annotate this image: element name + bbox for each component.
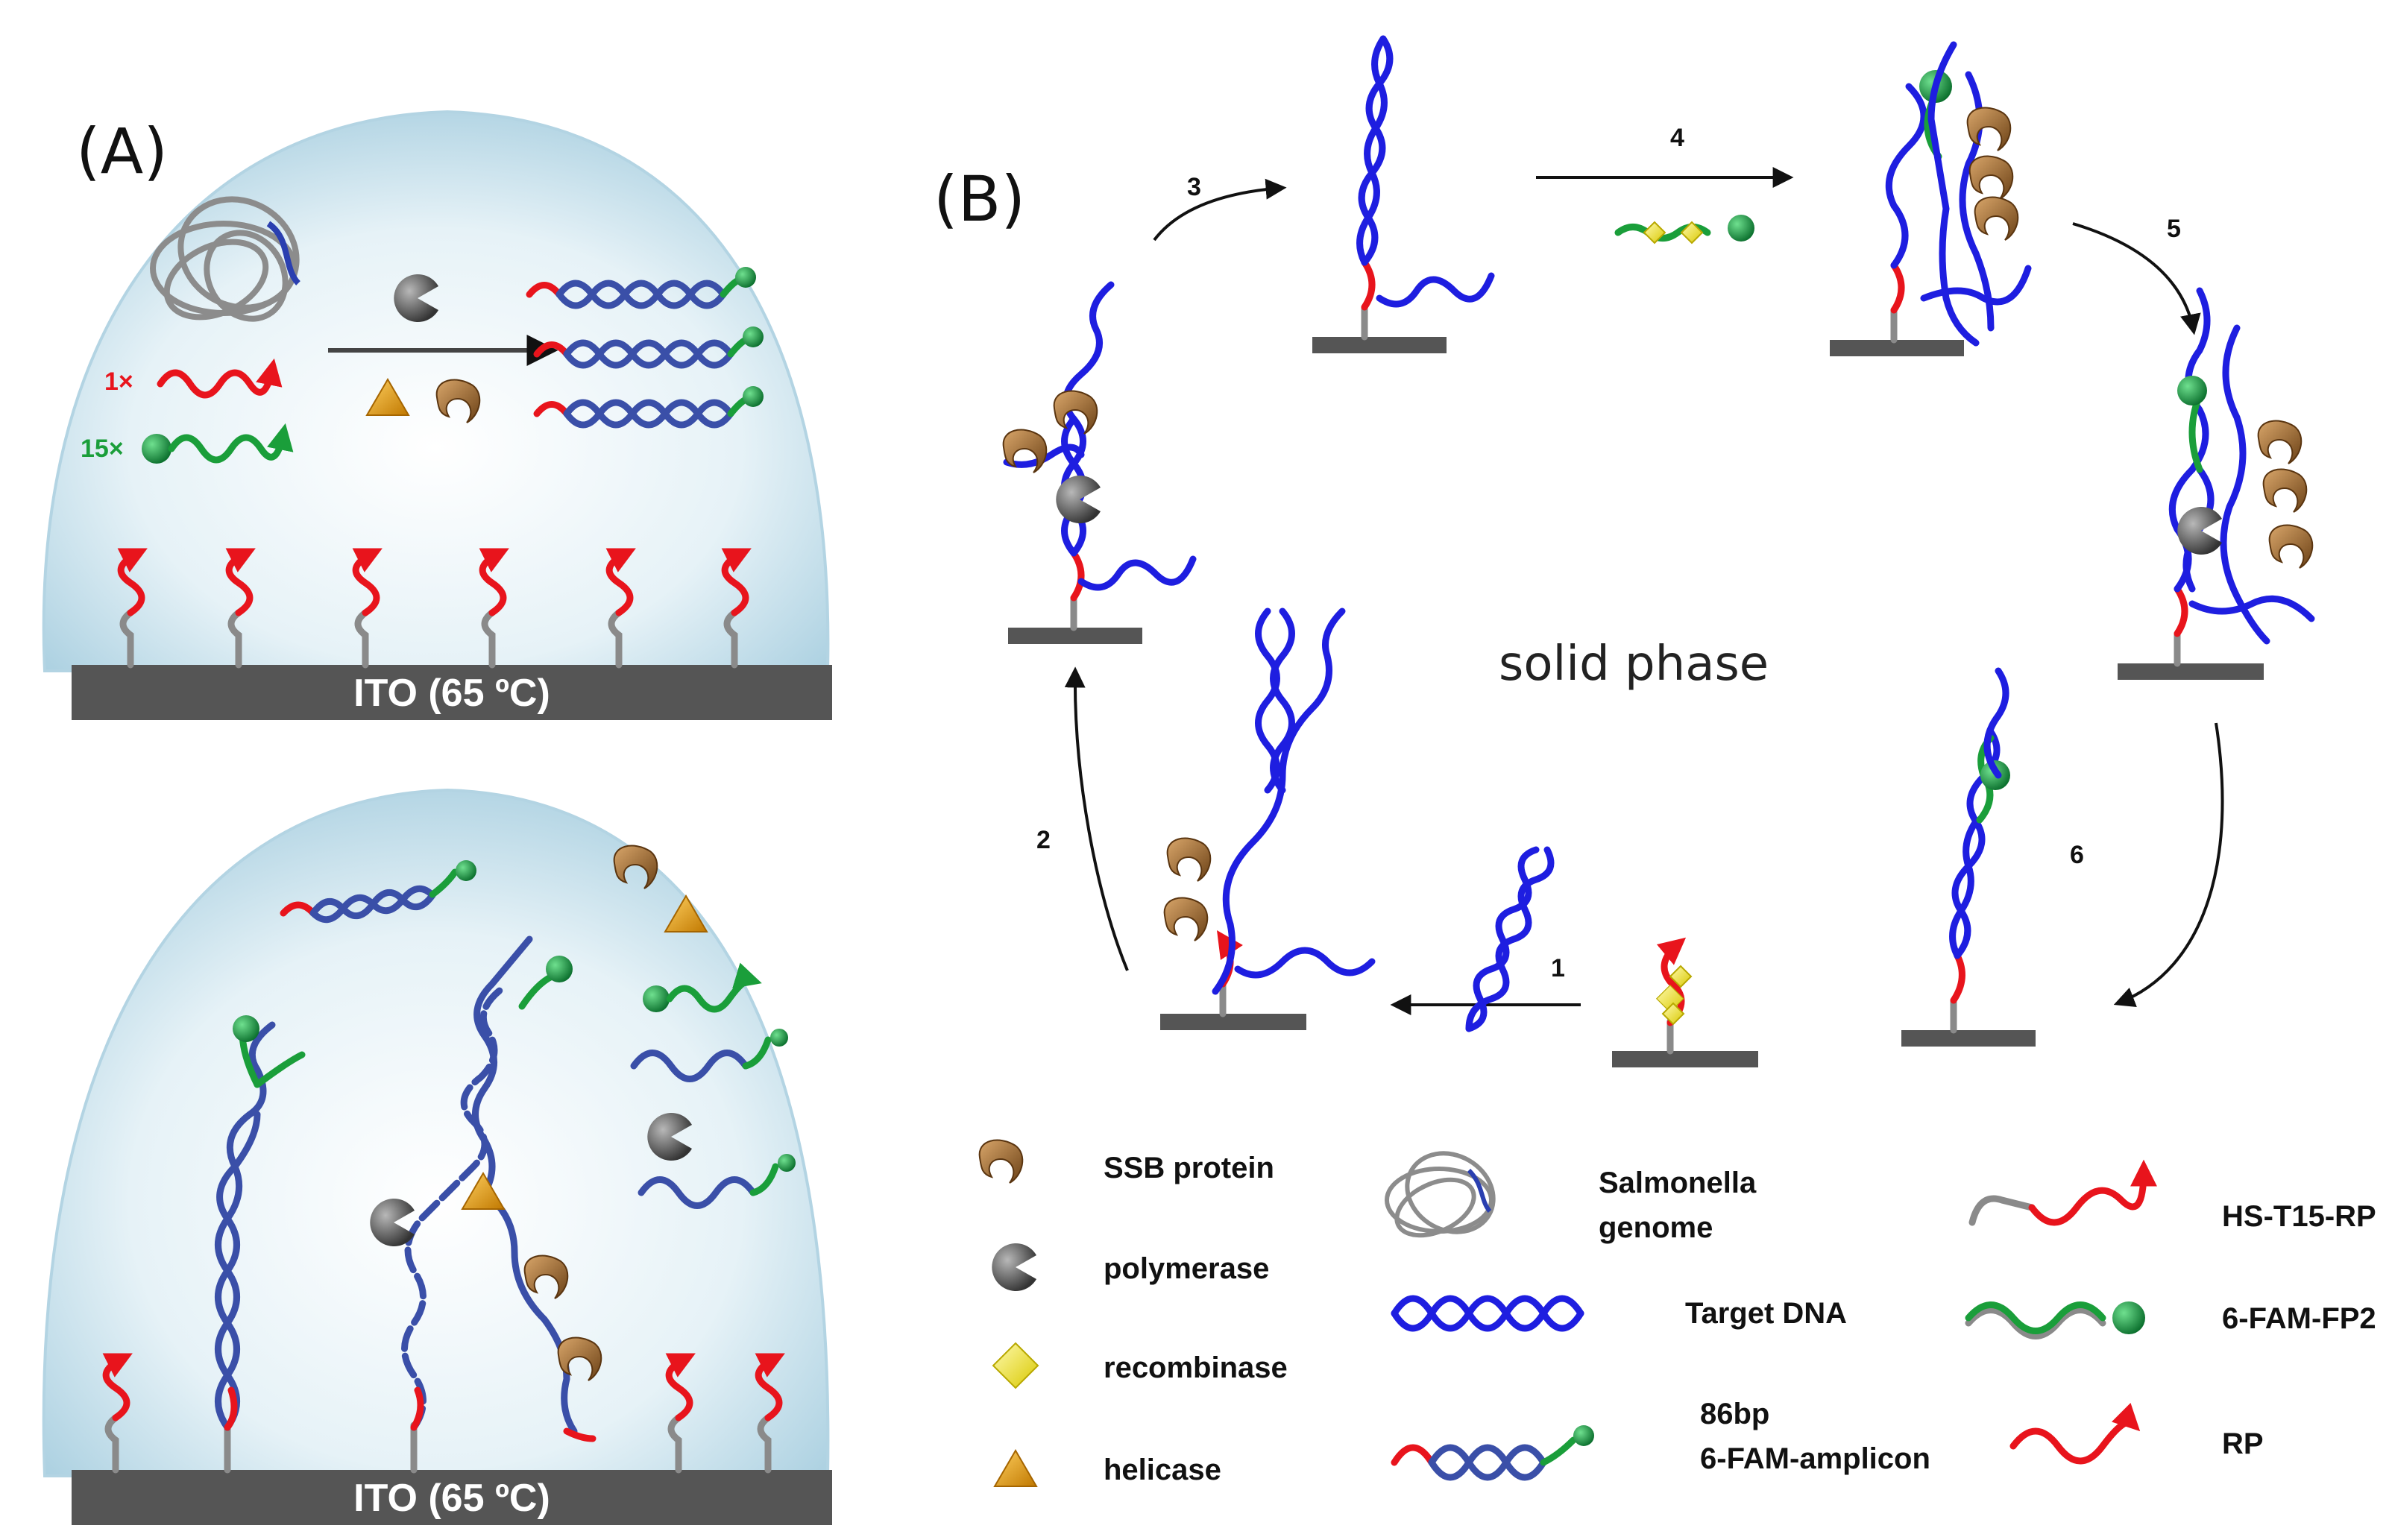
hs-rp-probe bbox=[225, 548, 256, 669]
hs-rp-probe bbox=[117, 548, 148, 669]
amplicon bbox=[526, 267, 756, 309]
surface-primers-bottom bbox=[102, 1353, 785, 1474]
panel-b-label: (B) bbox=[934, 162, 1025, 236]
legend-ssb: SSB protein bbox=[978, 1139, 1274, 1184]
legend-recombinase-label: recombinase bbox=[1104, 1351, 1288, 1384]
fp-primer-free bbox=[666, 962, 762, 1013]
droplet-bottom bbox=[42, 788, 830, 1477]
state-final-duplex bbox=[1901, 667, 2036, 1047]
legend-recombinase: recombinase bbox=[992, 1342, 1288, 1389]
panel-a: (A) ITO (65 ºC) 1× 15× bbox=[42, 110, 832, 1525]
legend-genome: Salmonella genome bbox=[1385, 1151, 1757, 1244]
legend-rp: RP bbox=[2009, 1403, 2264, 1465]
fp2-primer-recombinase bbox=[1614, 215, 1754, 244]
surface-primers-top bbox=[117, 548, 752, 669]
salmonella-genome-icon bbox=[150, 196, 301, 322]
state-probe bbox=[1612, 937, 1758, 1067]
amplicon bbox=[533, 326, 764, 369]
panel-a-label: (A) bbox=[76, 115, 168, 188]
legend-rp-label: RP bbox=[2222, 1427, 2264, 1460]
tethered-duplex-left bbox=[215, 1015, 306, 1474]
step-4-label: 4 bbox=[1670, 124, 1684, 152]
legend-amplicon: 86bp 6-FAM-amplicon bbox=[1391, 1398, 1930, 1481]
step-2-label: 2 bbox=[1036, 826, 1051, 854]
amplicons-top bbox=[526, 267, 764, 429]
step-3-arrow bbox=[1153, 178, 1287, 242]
legend-target-label: Target DNA bbox=[1685, 1297, 1847, 1330]
legend-polymerase-label: polymerase bbox=[1104, 1252, 1269, 1285]
fam-dye-icon bbox=[142, 434, 171, 464]
solid-phase-label: solid phase bbox=[1499, 637, 1769, 692]
hs-rp-probe bbox=[721, 548, 752, 669]
step-6-label: 6 bbox=[2070, 841, 2084, 869]
hs-rp-probe bbox=[479, 548, 509, 669]
ito-label-top: ITO (65 ºC) bbox=[353, 672, 550, 715]
panel-a-top-droplet: ITO (65 ºC) 1× 15× bbox=[42, 110, 832, 720]
hs-rp-probe bbox=[605, 548, 636, 669]
state-duplex bbox=[1312, 35, 1495, 353]
hs-rp-probe bbox=[352, 548, 383, 669]
amplicon-free bbox=[280, 860, 476, 924]
ito-electrode-top bbox=[72, 665, 832, 720]
step-5-arrow bbox=[2072, 222, 2201, 335]
legend-amplicon-label-1: 86bp bbox=[1700, 1398, 1769, 1430]
panel-b: (B) solid phase 1 bbox=[934, 35, 2315, 1067]
legend: SSB protein polymerase recombinase helic… bbox=[978, 1139, 2376, 1487]
state-polymerase-extension bbox=[2118, 287, 2315, 680]
legend-genome-label-2: genome bbox=[1599, 1211, 1713, 1244]
legend-target: Target DNA bbox=[1391, 1295, 1847, 1332]
fp-multiplier: 15× bbox=[81, 435, 124, 463]
ito-label-bottom: ITO (65 ºC) bbox=[353, 1477, 550, 1520]
legend-amplicon-label-2: 6-FAM-amplicon bbox=[1700, 1442, 1930, 1475]
hs-rp-probe bbox=[102, 1353, 133, 1474]
state-extension bbox=[1002, 281, 1197, 644]
step-3-label: 3 bbox=[1187, 173, 1201, 201]
tethered-duplex-center bbox=[370, 935, 602, 1474]
legend-ssb-label: SSB protein bbox=[1104, 1152, 1274, 1184]
panel-a-bottom-droplet: ITO (65 ºC) bbox=[42, 788, 832, 1525]
amplicon bbox=[533, 386, 764, 429]
state-fp2-invasion bbox=[1830, 41, 2032, 356]
legend-hs-rp: HS-T15-RP bbox=[1968, 1159, 2376, 1233]
recombinase-on-probe bbox=[1661, 965, 1693, 1026]
hs-rp-probe bbox=[755, 1353, 785, 1474]
legend-fam-fp2-label: 6-FAM-FP2 bbox=[2222, 1302, 2376, 1335]
fam-dye-icon bbox=[643, 985, 670, 1012]
legend-polymerase: polymerase bbox=[992, 1243, 1269, 1291]
step-5-label: 5 bbox=[2167, 215, 2181, 243]
legend-helicase-label: helicase bbox=[1104, 1454, 1221, 1486]
fp-primer-solution bbox=[168, 423, 294, 464]
free-target-dna bbox=[1465, 846, 1555, 1032]
legend-fam-fp2: 6-FAM-FP2 bbox=[1965, 1301, 2376, 1339]
ssdna-free bbox=[630, 1050, 749, 1082]
step-2-arrow bbox=[1064, 666, 1129, 971]
legend-genome-label-1: Salmonella bbox=[1599, 1167, 1757, 1199]
state-target-captured bbox=[1160, 608, 1376, 1030]
rp-multiplier: 1× bbox=[104, 367, 133, 396]
legend-hs-rp-label: HS-T15-RP bbox=[2222, 1200, 2376, 1233]
rp-primer-solution bbox=[157, 358, 283, 399]
step-5-to-6-arrow bbox=[2113, 722, 2224, 1008]
step-1-label: 1 bbox=[1551, 954, 1565, 982]
legend-helicase: helicase bbox=[994, 1450, 1221, 1487]
ssdna-free bbox=[638, 1176, 757, 1209]
ito-electrode-bottom bbox=[72, 1470, 832, 1525]
hs-rp-probe bbox=[665, 1353, 696, 1474]
droplet-top bbox=[42, 110, 830, 672]
